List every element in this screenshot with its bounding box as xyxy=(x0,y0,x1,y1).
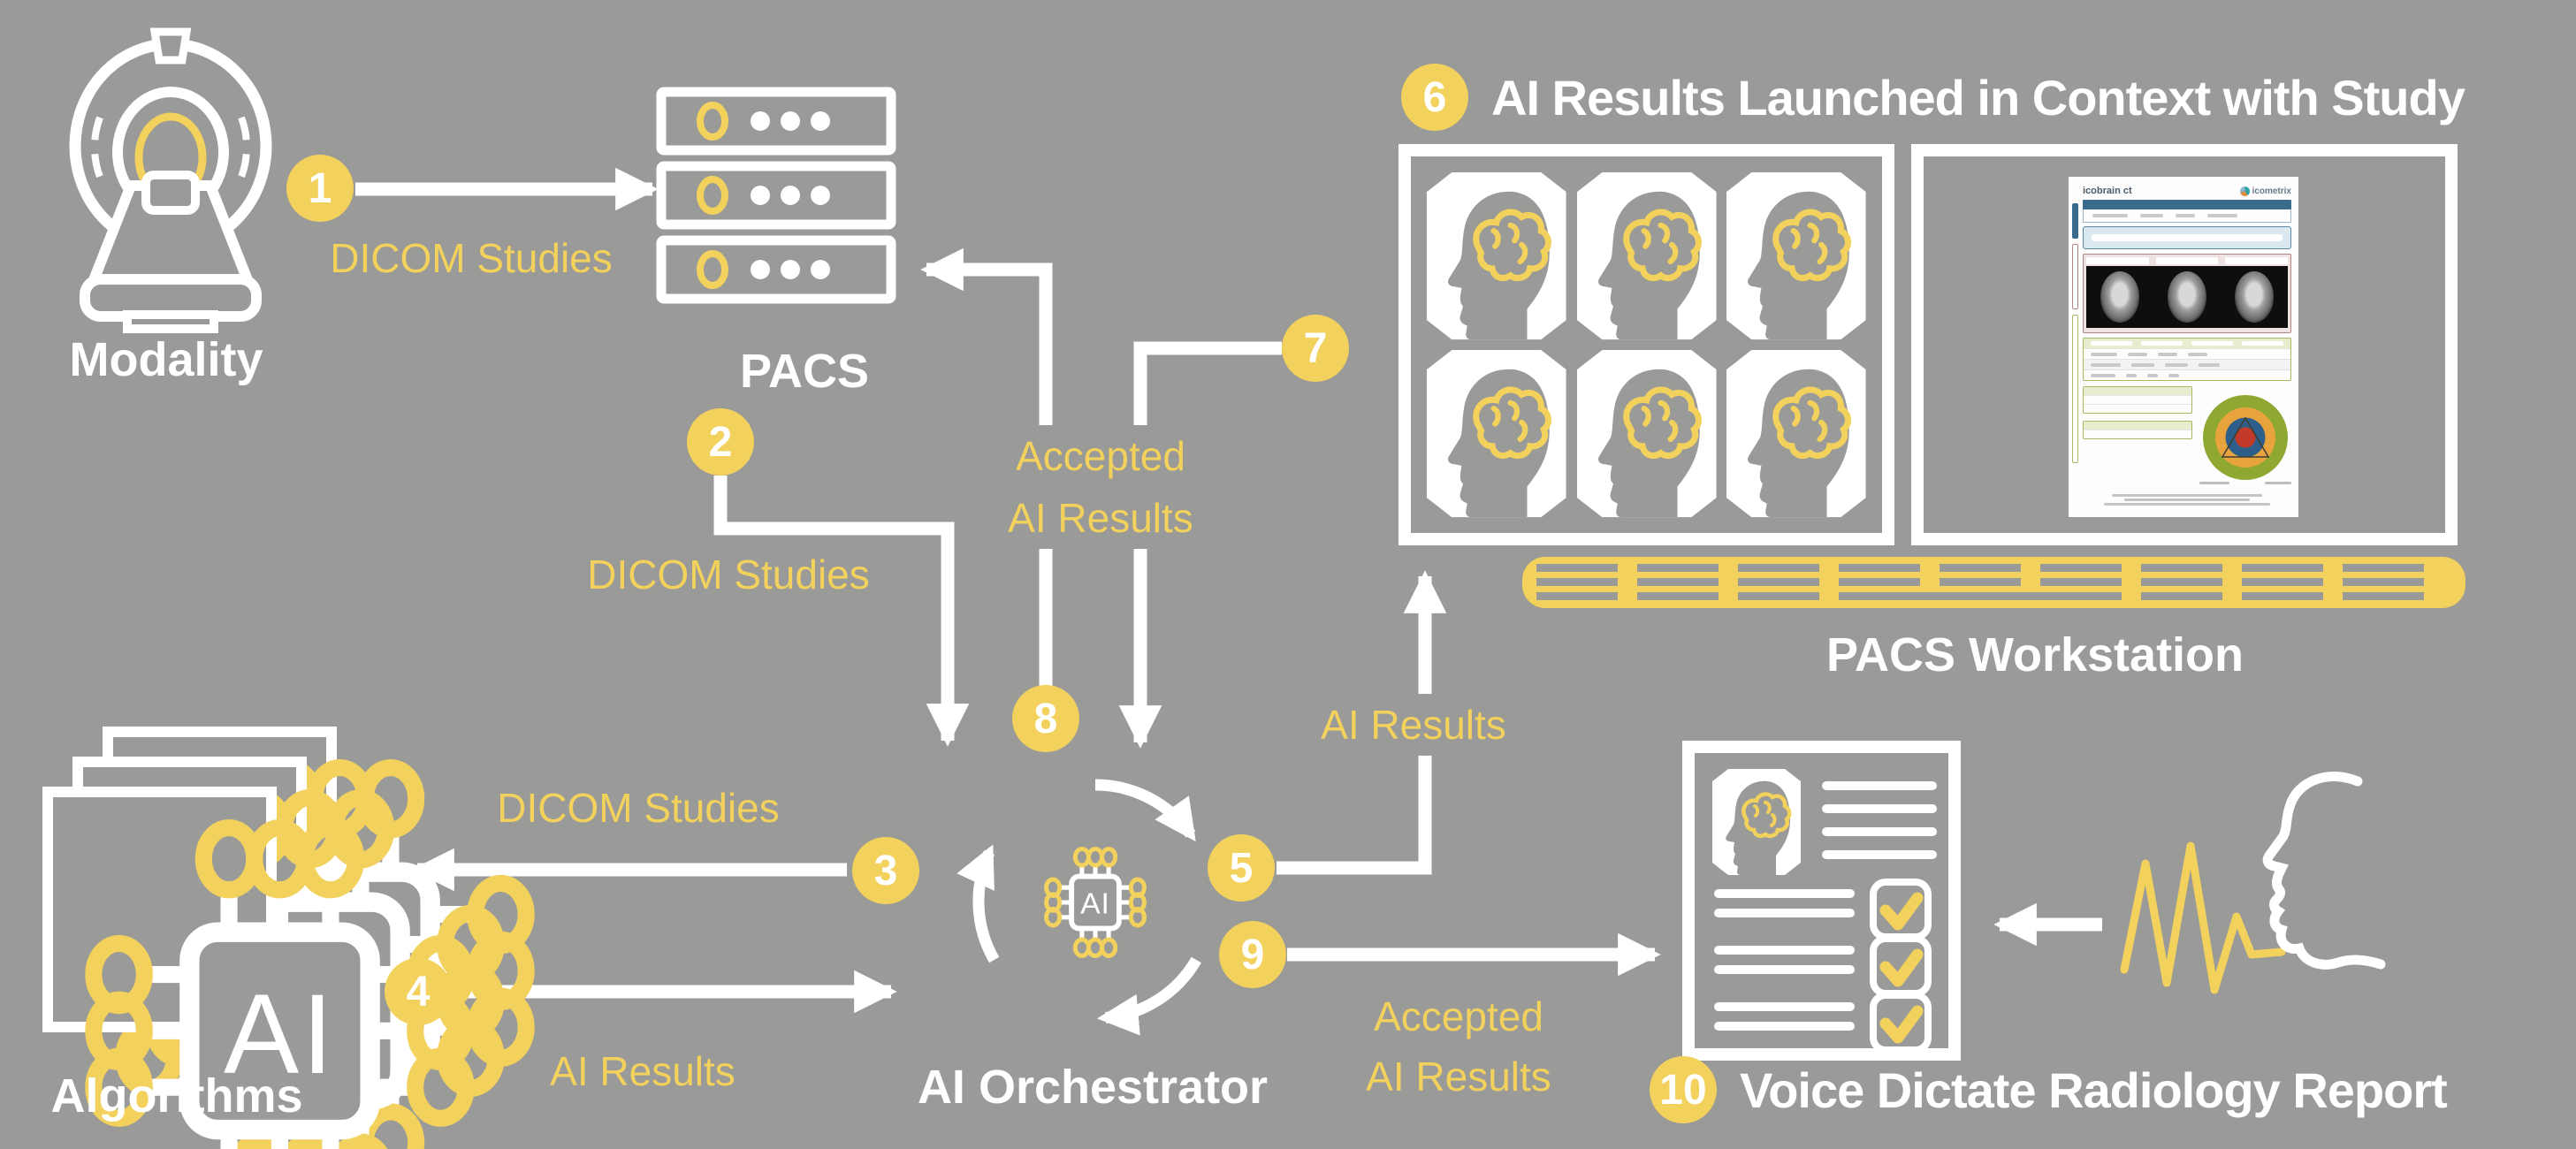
report-table-row xyxy=(2083,209,2291,223)
report-scan-section xyxy=(2083,254,2291,333)
step-badge-4: 4 xyxy=(385,958,452,1025)
ct-brain-slice xyxy=(2168,271,2206,323)
report-bottom-section xyxy=(2083,386,2291,491)
voice-waveform-icon xyxy=(2120,841,2286,994)
pacs-label: PACS xyxy=(739,345,870,398)
modality-label: Modality xyxy=(69,333,263,386)
flow-label-dicom-studies-3: DICOM Studies xyxy=(486,777,790,839)
pacs-monitor-left xyxy=(1399,144,1894,545)
pacs-server-icon xyxy=(656,87,896,304)
ct-brain-slice xyxy=(2235,271,2274,323)
brain-head-icon xyxy=(1726,172,1866,339)
icometrix-logo-icon xyxy=(2239,186,2250,196)
report-tab xyxy=(2072,244,2078,309)
step-badge-5: 5 xyxy=(1208,834,1275,902)
report-brand-right-text: icometrix xyxy=(2252,186,2291,196)
ai-orchestrator-icon xyxy=(956,779,1201,1036)
voice-dictate-title: Voice Dictate Radiology Report xyxy=(1740,1061,2448,1118)
report-tab xyxy=(2072,203,2078,239)
brain-head-icon xyxy=(1577,172,1717,339)
ct-scan-strip xyxy=(2086,266,2288,328)
speaking-face-icon xyxy=(2120,771,2386,994)
report-mini-table xyxy=(2083,386,2192,414)
algorithms-label: Algorithms xyxy=(50,1069,303,1122)
target-triangle-overlay xyxy=(2221,416,2270,458)
step-badge-9: 9 xyxy=(1219,921,1286,988)
report-side-tabs xyxy=(2072,203,2078,468)
arrow-5-orchestrator-to-workstation xyxy=(1277,570,1447,875)
ct-brain-slice xyxy=(2100,271,2139,323)
workstation-title-row: 6 AI Results Launched in Context with St… xyxy=(1401,64,2465,131)
step-badge-10: 10 xyxy=(1650,1056,1717,1123)
step-badge-7: 7 xyxy=(1282,315,1349,382)
brain-head-icon xyxy=(1726,350,1866,517)
report-metrics-table xyxy=(2083,338,2291,381)
report-target-chart xyxy=(2199,386,2291,491)
step-badge-8: 8 xyxy=(1012,685,1079,752)
flow-label-ai-results-4: AI Results xyxy=(539,1040,746,1102)
report-page: icobrain ct icometrix xyxy=(2069,177,2298,517)
flow-label-dicom-studies-1: DICOM Studies xyxy=(319,227,623,289)
voice-title-row: 10 Voice Dictate Radiology Report xyxy=(1650,1056,2448,1123)
brain-head-icon xyxy=(1577,350,1717,517)
brain-tile-grid xyxy=(1427,172,1866,517)
report-summary-box xyxy=(2083,226,2291,249)
modality-mri-scanner-icon xyxy=(69,27,272,333)
flow-label-accepted-ai-results-9: Accepted AI Results xyxy=(1355,986,1562,1107)
brain-head-icon xyxy=(1427,172,1566,339)
arrow-8-accepted-to-pacs xyxy=(920,247,1053,698)
report-table-header xyxy=(2083,200,2291,209)
step-badge-3: 3 xyxy=(852,837,919,904)
report-header: icobrain ct icometrix xyxy=(2083,182,2291,200)
flow-label-accepted-ai-results-center: Accepted AI Results xyxy=(997,425,1204,549)
step-badge-2: 2 xyxy=(687,408,754,476)
radiology-report-icon xyxy=(1682,741,1961,1061)
report-footer xyxy=(2083,494,2291,506)
target-rings xyxy=(2203,395,2288,480)
keyboard-icon xyxy=(1522,557,2465,608)
algorithms-icon xyxy=(42,727,343,1034)
ai-orchestrator-label: AI Orchestrator xyxy=(917,1061,1269,1114)
flow-label-ai-results-5: AI Results xyxy=(1310,694,1517,756)
arrow-7-workstation-to-orchestrator xyxy=(1118,341,1282,749)
checkbox-checked-icon xyxy=(1870,879,1932,1054)
arrow-2-pacs-to-orchestrator xyxy=(713,476,970,747)
report-brand-left: icobrain ct xyxy=(2083,186,2132,196)
report-brand-right: icometrix xyxy=(2239,186,2291,196)
flow-label-dicom-studies-2: DICOM Studies xyxy=(576,544,880,605)
report-tab xyxy=(2072,315,2078,463)
step-badge-6: 6 xyxy=(1401,64,1468,131)
pacs-workstation-label: PACS Workstation xyxy=(1825,628,2244,681)
brain-head-icon xyxy=(1427,350,1566,517)
workstation-title: AI Results Launched in Context with Stud… xyxy=(1491,69,2465,126)
report-mini-table xyxy=(2083,421,2192,439)
step-badge-1: 1 xyxy=(286,155,354,222)
